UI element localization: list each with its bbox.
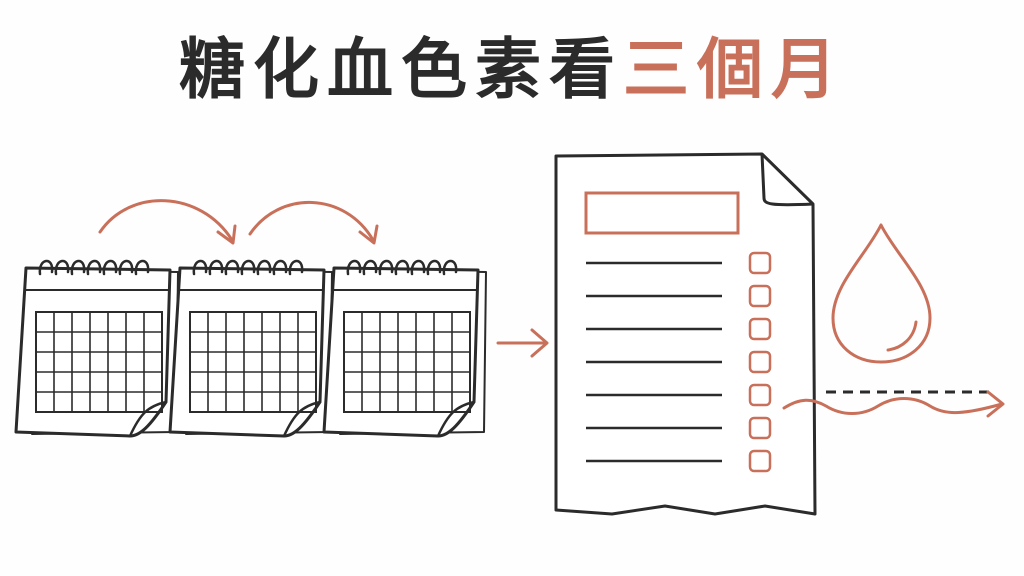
calendar-grid xyxy=(189,311,317,413)
arrowhead-icon xyxy=(358,224,379,245)
curved-arrow-icon xyxy=(98,199,234,242)
drop-highlight xyxy=(886,320,918,352)
checkbox-icon xyxy=(748,416,772,440)
calendar-icon xyxy=(168,259,333,438)
report-lines xyxy=(586,261,722,463)
arrowhead-icon xyxy=(530,328,549,358)
calendar-icon xyxy=(322,259,487,438)
calendar-grid xyxy=(343,311,471,413)
checkbox-icon xyxy=(748,350,772,374)
page-title: 糖化血色素看三個月 xyxy=(0,30,1024,110)
curved-arrow-icon xyxy=(248,201,375,242)
checkbox-icon xyxy=(748,317,772,341)
arrowhead-icon xyxy=(216,224,237,245)
title-highlight: 三個月 xyxy=(623,31,845,108)
title-main: 糖化血色素看 xyxy=(179,31,623,108)
wavy-arrow-icon xyxy=(782,397,1004,415)
calendars-group xyxy=(14,259,487,438)
calendar-icon xyxy=(14,259,179,438)
checkbox-icon xyxy=(748,449,772,473)
checkbox-icon xyxy=(748,251,772,275)
arrowhead-icon xyxy=(986,390,1005,418)
report-checkboxes xyxy=(748,251,772,473)
blood-drop-icon xyxy=(831,223,932,364)
checkbox-icon xyxy=(748,284,772,308)
checkbox-icon xyxy=(748,383,772,407)
calendar-grid xyxy=(35,311,163,413)
lab-report-icon xyxy=(554,152,817,516)
